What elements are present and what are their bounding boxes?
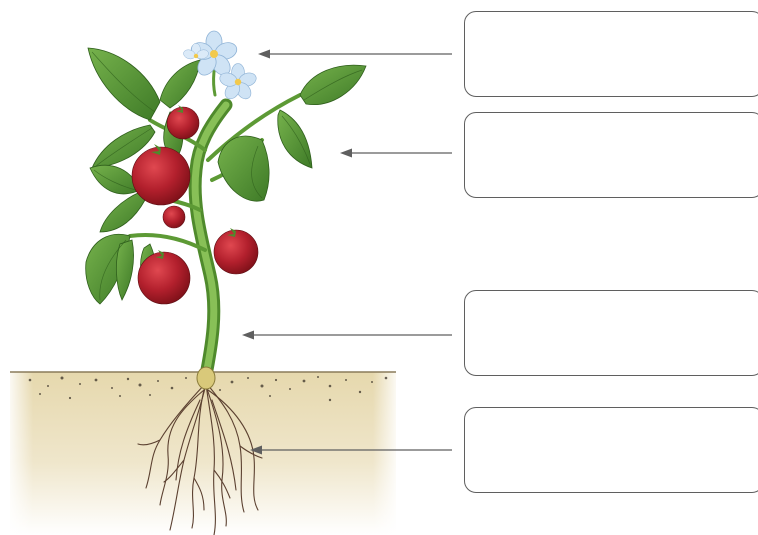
arrow-to-leaf — [340, 149, 452, 158]
leaf — [88, 48, 160, 120]
label-box-root[interactable] — [464, 407, 758, 493]
arrow-to-flower — [258, 50, 452, 59]
tomato — [132, 147, 190, 205]
leaf — [300, 65, 366, 104]
leaf — [116, 240, 133, 300]
leaf — [160, 60, 200, 108]
label-box-stem[interactable] — [464, 290, 758, 376]
label-box-leaf[interactable] — [464, 112, 758, 198]
label-box-flower[interactable] — [464, 11, 758, 97]
arrow-to-stem — [242, 331, 452, 340]
leaf — [278, 110, 312, 168]
leaf — [218, 136, 269, 201]
tomato — [138, 252, 190, 304]
leaf — [100, 192, 145, 232]
tomato — [214, 230, 258, 274]
tomato — [163, 206, 185, 228]
